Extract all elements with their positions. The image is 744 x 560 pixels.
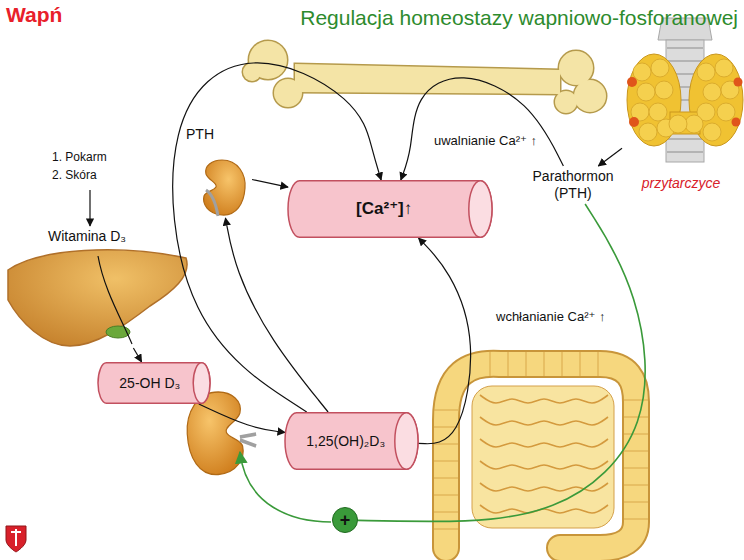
parathyroid-gland [732,118,741,127]
list-item: 1. Pokarm [52,150,107,164]
kidney-illustration [187,392,256,475]
bone-illustration [243,41,606,113]
parathyroid-node: przytarczyce [622,16,740,192]
hormone-node: Parathormon (PTH) [522,166,624,204]
node-text: 1,25(OH)₂D₃ [306,433,385,450]
sign-text: + [340,511,351,529]
flow-arrow [133,348,141,362]
list-item: 2. Skóra [52,168,97,182]
node-text: PTH [186,126,214,143]
flow-arrow [598,148,622,166]
parathyroid-gland [629,117,639,127]
liver-illustration [8,250,187,346]
diagram-title: Regulacja homeostazy wapniowo-fosforanow… [300,6,738,30]
node-text: Witamina D₃ [48,228,126,245]
section-label: Wapń [6,3,62,27]
intestine-illustration [434,352,648,548]
cylinder-face [469,181,492,238]
flow-arrow [418,238,471,444]
logo [6,526,26,552]
metabolite-pool: 25-OH D₃ [98,362,210,404]
node-text: przytarczyce [642,175,721,192]
cylinder-body [285,413,418,470]
flow-arrow [401,78,564,180]
source-arrow [89,190,90,226]
node-text: 25-OH D₃ [119,375,180,392]
cylinder-body [288,181,492,238]
cylinder-face [193,363,210,404]
node-text: [Ca²⁺]↑ [356,199,412,219]
flow-arrow [225,218,328,412]
stimulation-line [358,204,645,521]
process-label: wchłanianie Ca²⁺ ↑ [494,308,607,325]
liver-node: Witamina D₃ [6,228,190,348]
node-text: Parathormon (PTH) [524,168,622,202]
flow-arrow [252,179,288,187]
metabolite-pool: 1,25(OH)₂D₃ [285,412,418,470]
cylinder-face [395,413,418,470]
plus-sign: + [332,507,358,533]
process-label: uwalnianie Ca²⁺ ↑ [432,132,539,149]
parathyroid-gland [734,78,743,87]
calcium-pool: [Ca²⁺]↑ [288,180,492,238]
flow-arrow [199,404,285,432]
kidney-illustration [204,160,245,216]
thyroid-illustration [627,18,743,162]
parathyroid-gland [627,77,637,87]
kidney-node: PTH [182,126,252,218]
cylinder-body [98,363,210,404]
